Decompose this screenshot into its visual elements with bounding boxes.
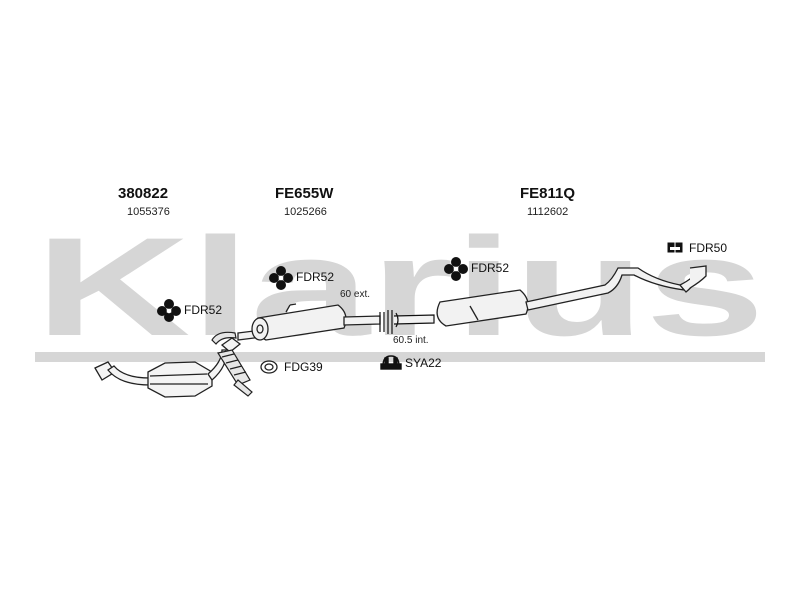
- dimension-internal: 60.5 int.: [393, 335, 429, 346]
- svg-text:Klarius: Klarius: [35, 208, 765, 365]
- hanger-mount-icon: [667, 242, 683, 253]
- fitting-fdr52-front[interactable]: FDR52: [184, 303, 223, 317]
- rubber-mount-icon: [269, 266, 293, 290]
- gasket-icon: [260, 360, 278, 374]
- rubber-mount-icon: [157, 299, 181, 322]
- flex-joint[interactable]: [211, 331, 253, 397]
- klarius-watermark: Klarius: [35, 208, 765, 365]
- fitting-fdr52-mid[interactable]: FDR52: [296, 270, 335, 284]
- fitting-fdg39[interactable]: FDG39: [284, 360, 323, 374]
- section-2-reference: 1025266: [284, 206, 327, 218]
- front-silencer[interactable]: [237, 303, 381, 341]
- rear-silencer[interactable]: [436, 265, 707, 327]
- rubber-mount-icon: [444, 257, 468, 281]
- pipe-joint[interactable]: [379, 310, 435, 334]
- clamp-icon: [380, 355, 402, 370]
- fitting-fdr50[interactable]: FDR50: [689, 241, 728, 255]
- section-1-part-number[interactable]: 380822: [118, 185, 169, 202]
- fitting-fdr52-rear[interactable]: FDR52: [471, 261, 510, 275]
- section-3-part-number[interactable]: FE811Q: [520, 185, 576, 202]
- section-3-reference: 1112602: [527, 206, 569, 218]
- dimension-external: 60 ext.: [340, 289, 371, 300]
- section-1-reference: 1055376: [127, 206, 170, 218]
- section-2-part-number[interactable]: FE655W: [275, 185, 334, 202]
- fitting-sya22[interactable]: SYA22: [405, 356, 442, 370]
